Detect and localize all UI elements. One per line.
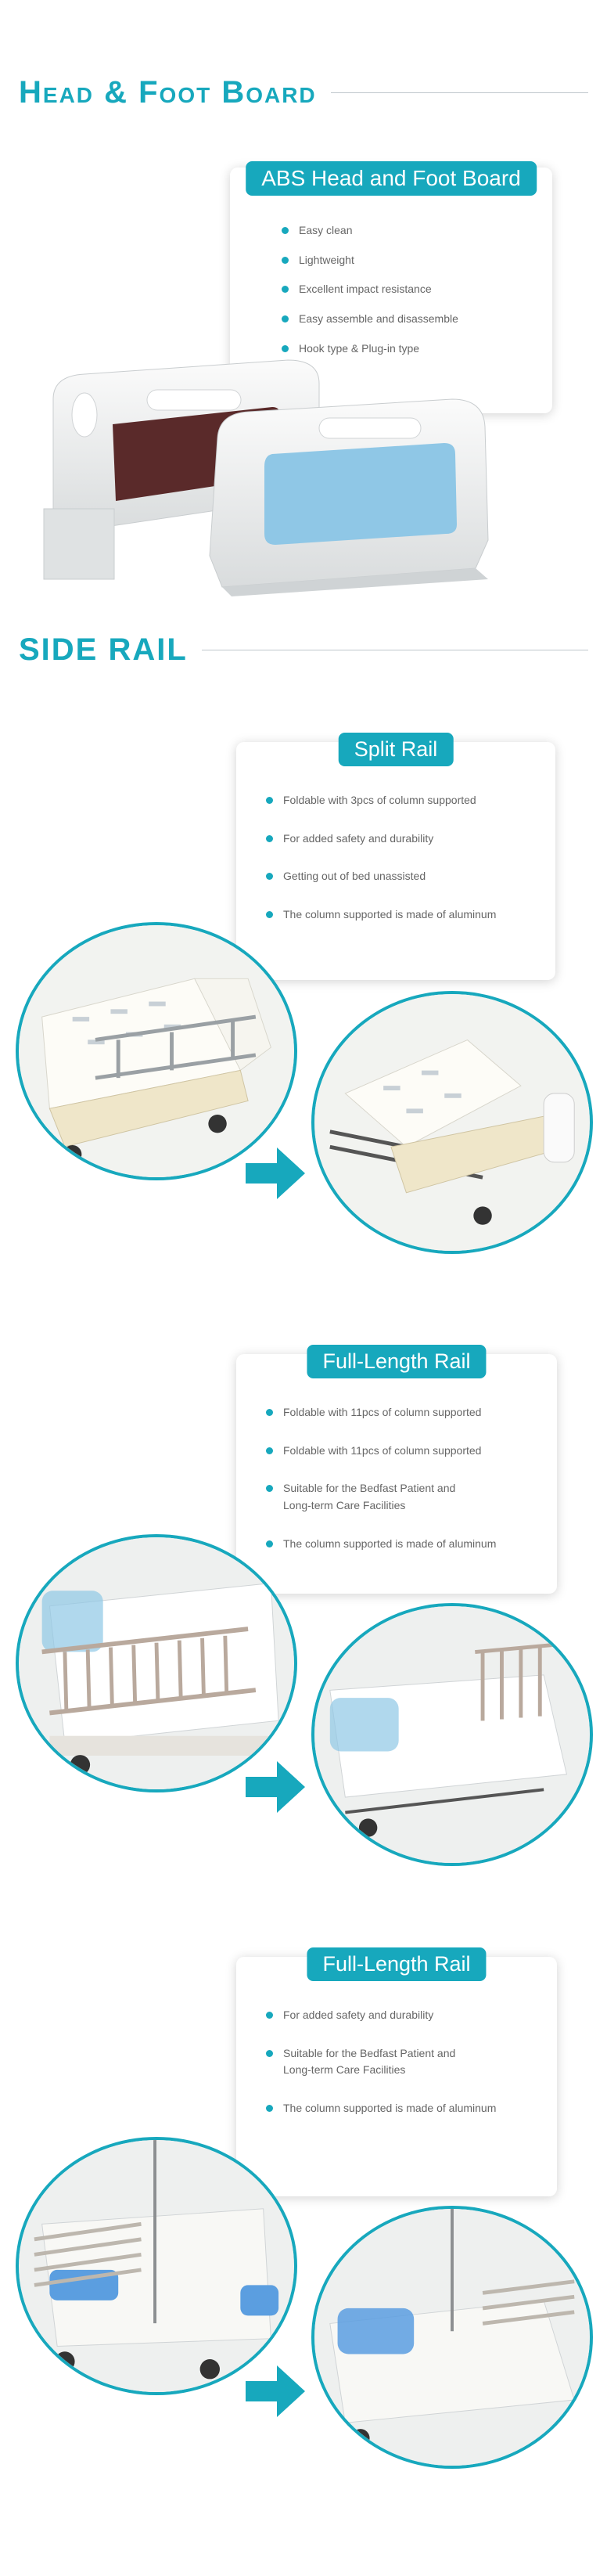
head-foot-board-heading: Head & Foot Board	[19, 75, 588, 110]
feature-item: Lightweight	[282, 252, 458, 269]
split-rail-lowered-photo	[311, 991, 593, 1254]
split-rail-card: Split Rail Foldable with 3pcs of column …	[236, 733, 555, 980]
feature-item: The column supported is made of aluminum	[266, 1536, 524, 1553]
bullet-icon	[266, 1447, 273, 1454]
bullet-icon	[266, 1409, 273, 1416]
card-title: Split Rail	[338, 733, 454, 766]
bed-illustration	[19, 2140, 294, 2392]
feature-item: Hook type & Plug-in type	[282, 340, 458, 358]
bullet-icon	[282, 256, 289, 264]
feature-item: The column supported is made of aluminum	[266, 906, 496, 924]
split-rail-raised-photo	[16, 922, 297, 1180]
bed-illustration	[19, 925, 294, 1177]
feature-item: Foldable with 3pcs of column supported	[266, 792, 496, 809]
bullet-icon	[266, 2049, 273, 2057]
feature-item: Excellent impact resistance	[282, 281, 458, 298]
bullet-icon	[282, 286, 289, 294]
bullet-icon	[266, 2105, 273, 2113]
card-title: Full-Length Rail	[307, 1345, 487, 1378]
feature-item: The column supported is made of aluminum	[266, 2100, 524, 2117]
feature-list: For added safety and durability Suitable…	[266, 2007, 524, 2117]
bullet-icon	[266, 1540, 273, 1547]
feature-item: Suitable for the Bedfast Patient and Lon…	[266, 2045, 469, 2079]
feature-list: Foldable with 3pcs of column supported F…	[266, 792, 496, 924]
feature-item: Getting out of bed unassisted	[266, 868, 496, 885]
feature-item: Foldable with 11pcs of column supported	[266, 1443, 524, 1460]
feature-item: Easy clean	[282, 222, 458, 240]
head-foot-board-image	[43, 359, 489, 596]
side-rail-heading: SIDE RAIL	[19, 632, 588, 668]
bullet-icon	[266, 911, 273, 919]
arrow-right-icon	[246, 1761, 305, 1813]
feature-item: Foldable with 11pcs of column supported	[266, 1404, 524, 1421]
bullet-icon	[266, 834, 273, 842]
bullet-icon	[266, 873, 273, 881]
arrow-right-icon	[246, 2365, 305, 2417]
bed-illustration	[314, 994, 590, 1251]
bullet-icon	[282, 344, 289, 352]
bullet-icon	[266, 2012, 273, 2019]
full-length-rail-raised-photo	[16, 1534, 297, 1792]
bed-illustration	[314, 1606, 590, 1863]
section-title: SIDE RAIL	[19, 632, 188, 667]
card-title: ABS Head and Foot Board	[246, 161, 537, 196]
bullet-icon	[282, 227, 289, 234]
card-title: Full-Length Rail	[307, 1947, 487, 1981]
feature-item: Suitable for the Bedfast Patient and Lon…	[266, 1480, 469, 1514]
full-length-rail-card-2: Full-Length Rail For added safety and du…	[236, 1947, 557, 2196]
full-length-rail-card: Full-Length Rail Foldable with 11pcs of …	[236, 1345, 557, 1594]
feature-list: Easy clean Lightweight Excellent impact …	[282, 222, 458, 357]
heading-divider	[330, 92, 588, 93]
section-title: Head & Foot Board	[19, 75, 317, 110]
feature-list: Foldable with 11pcs of column supported …	[266, 1404, 524, 1552]
arrow-right-icon	[246, 1147, 305, 1199]
bullet-icon	[282, 315, 289, 323]
full-length-rail-lowered-photo	[311, 1603, 593, 1866]
full-length-rail-raised-photo-2	[16, 2137, 297, 2395]
full-length-rail-lowered-photo-2	[311, 2206, 593, 2469]
feature-item: For added safety and durability	[266, 830, 496, 848]
bullet-icon	[266, 1485, 273, 1493]
bed-illustration	[19, 1537, 294, 1789]
feature-item: Easy assemble and disassemble	[282, 311, 458, 328]
feature-item: For added safety and durability	[266, 2007, 524, 2024]
footboard-shape	[209, 398, 489, 596]
bullet-icon	[266, 797, 273, 804]
bed-illustration	[314, 2209, 590, 2466]
